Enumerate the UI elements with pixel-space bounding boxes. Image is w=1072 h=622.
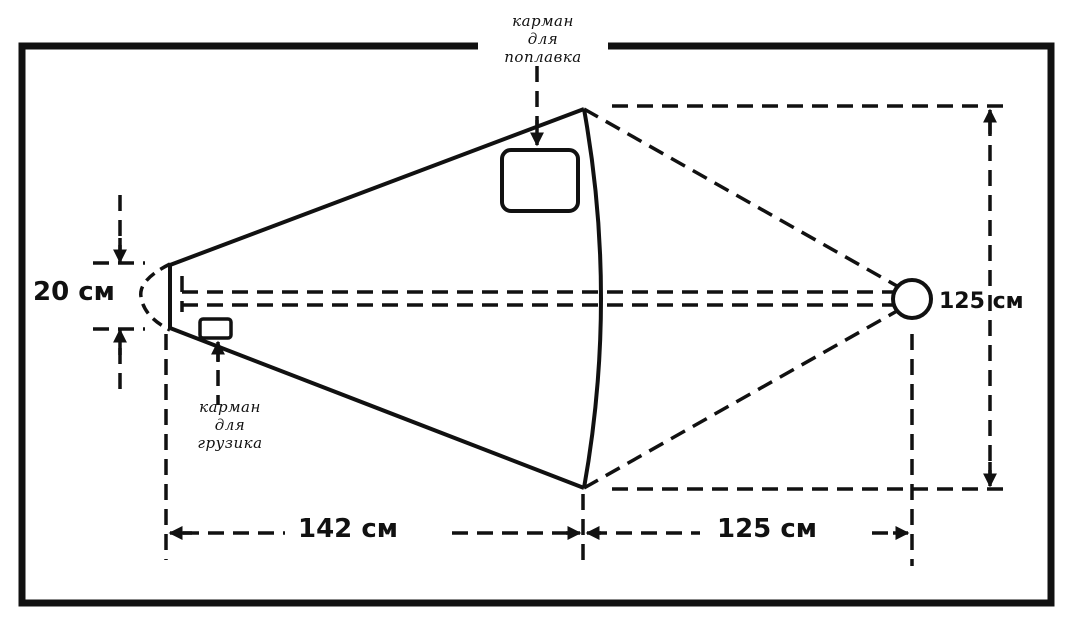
cone-length-label: 142 см [298, 514, 398, 544]
float-label-line: для [527, 30, 559, 48]
sinker-label-line: грузика [197, 434, 263, 452]
float-label-line: карман [512, 12, 574, 30]
float-label-line: поплавка [504, 48, 582, 66]
float-pocket [500, 148, 580, 213]
float-pocket-label: карман для поплавка [478, 12, 608, 66]
opening-height-label: 20 см [33, 277, 115, 307]
outer-frame [18, 42, 1055, 607]
sinker-pocket-label: карман для грузика [170, 398, 290, 452]
sinker-pocket [198, 317, 233, 340]
sinker-label-line: для [214, 416, 246, 434]
right-height-label: 125 см [939, 289, 1024, 314]
dashed-construction [93, 66, 1005, 566]
cone-outline [168, 107, 603, 490]
tip-ring [891, 278, 933, 320]
dimension-arrows [113, 108, 997, 540]
sinker-label-line: карман [199, 398, 261, 416]
tip-length-label: 125 см [717, 514, 817, 544]
opening-ellipse [139, 262, 171, 332]
